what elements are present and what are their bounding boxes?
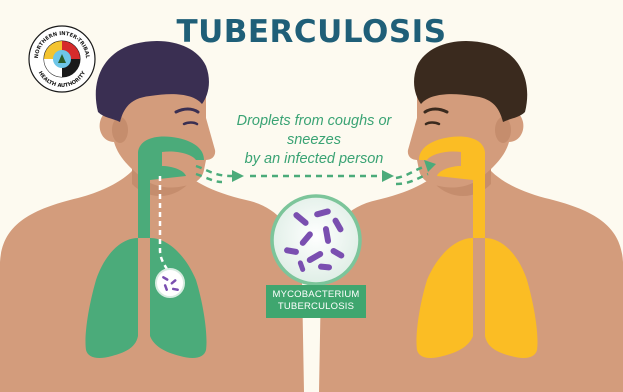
bacteria-label-line2: TUBERCULOSIS bbox=[266, 301, 366, 313]
arrow-head-icon bbox=[232, 170, 244, 182]
bacteria-label: MYCOBACTERIUM TUBERCULOSIS bbox=[266, 285, 366, 318]
droplet-caption-line1: Droplets from coughs or sneezes bbox=[208, 112, 420, 150]
droplet-caption-line2: by an infected person bbox=[208, 150, 420, 169]
infected-person bbox=[0, 41, 304, 392]
bacteria-label-line1: MYCOBACTERIUM bbox=[266, 289, 366, 301]
page-title: TUBERCULOSIS bbox=[0, 14, 623, 50]
exposed-person bbox=[319, 41, 623, 392]
lung-bacteria-icon bbox=[156, 269, 184, 297]
bacteria-magnifier-icon bbox=[272, 196, 360, 284]
arrow-head-icon bbox=[382, 170, 394, 182]
droplet-caption: Droplets from coughs or sneezes by an in… bbox=[208, 112, 420, 169]
